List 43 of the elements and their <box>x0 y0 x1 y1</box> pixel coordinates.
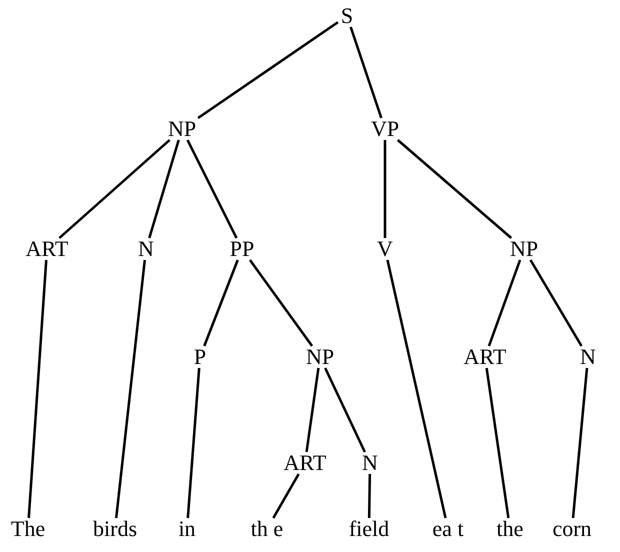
tree-branch <box>324 367 366 453</box>
category-label: NP <box>306 345 334 369</box>
category-label: PP <box>230 237 254 261</box>
category-label: ART <box>464 345 506 369</box>
tree-branch <box>186 139 238 239</box>
category-label: S <box>340 4 354 28</box>
word-label: The <box>10 517 46 541</box>
tree-branch <box>485 368 510 518</box>
tree-branch <box>58 139 170 239</box>
tree-branch <box>384 140 386 238</box>
tree-branch <box>572 368 588 518</box>
tree-branch <box>305 368 320 452</box>
word-label: corn <box>552 517 592 541</box>
tree-branch <box>272 473 300 519</box>
word-label: in <box>178 517 196 541</box>
word-label: ea t <box>432 517 464 541</box>
tree-branch <box>203 260 239 346</box>
tree-branch <box>148 140 180 238</box>
tree-branch <box>350 26 382 118</box>
word-label: th e <box>250 517 284 541</box>
tree-branch <box>386 260 447 518</box>
tree-branch <box>28 260 48 518</box>
category-label: NP <box>168 117 196 141</box>
tree-branch <box>488 260 522 346</box>
tree-branch <box>248 259 314 347</box>
tree-branch <box>186 368 200 518</box>
category-label: P <box>194 345 206 369</box>
tree-branch <box>396 139 512 239</box>
category-label: VP <box>370 117 400 141</box>
category-label: NP <box>510 237 538 261</box>
tree-branch <box>114 260 146 518</box>
category-label: ART <box>26 237 68 261</box>
category-label: N <box>362 451 378 475</box>
word-label: field <box>348 517 390 541</box>
tree-branch <box>197 21 339 120</box>
category-label: V <box>377 237 393 261</box>
category-label: N <box>138 237 154 261</box>
tree-branch <box>368 474 372 518</box>
category-label: N <box>580 345 596 369</box>
tree-branch <box>529 259 583 347</box>
category-label: ART <box>284 451 326 475</box>
word-label: the <box>496 517 524 541</box>
word-label: birds <box>93 517 137 541</box>
